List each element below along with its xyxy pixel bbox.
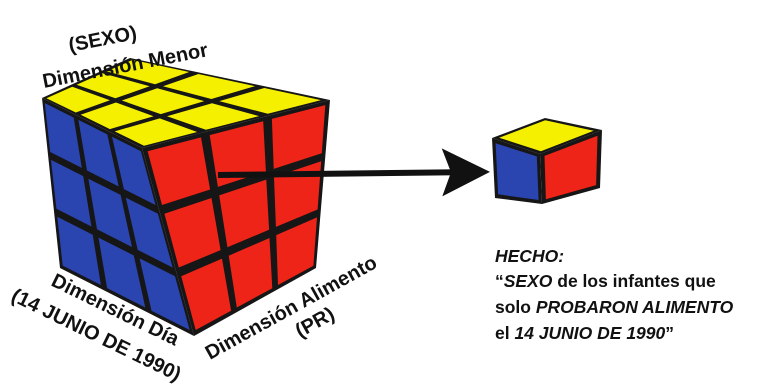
right-face-sticker bbox=[181, 258, 232, 330]
top-dimension-label-line1: (SEXO) bbox=[67, 22, 139, 57]
left-face-sticker bbox=[125, 197, 173, 268]
small-left-face-sticker bbox=[495, 143, 539, 200]
left-face-sticker bbox=[98, 237, 146, 308]
right-face-sticker bbox=[271, 105, 326, 169]
right-face-sticker bbox=[276, 217, 317, 285]
top-face-sticker bbox=[114, 118, 198, 146]
left-face-sticker bbox=[51, 159, 92, 227]
top-face-sticker bbox=[219, 88, 321, 114]
right-face-sticker bbox=[209, 121, 266, 187]
right-face-sticker bbox=[219, 179, 270, 248]
right-face-sticker bbox=[228, 238, 273, 308]
left-face-sticker bbox=[112, 136, 156, 205]
top-face-sticker bbox=[106, 59, 190, 85]
top-face-sticker bbox=[167, 103, 260, 130]
single-cell-cube bbox=[492, 118, 602, 204]
top-face-sticker bbox=[121, 88, 205, 115]
left-face-sticker bbox=[78, 119, 119, 187]
top-face-sticker bbox=[76, 73, 150, 99]
right-face-sticker bbox=[164, 198, 221, 268]
top-face-sticker bbox=[80, 102, 154, 130]
left-face-sticker bbox=[57, 216, 101, 285]
right-face-sticker bbox=[274, 161, 322, 227]
fact-line-1: “SEXO de los infantes que bbox=[495, 271, 716, 291]
small-top-face-sticker bbox=[499, 120, 594, 152]
left-face-sticker bbox=[44, 103, 82, 168]
small-right-face-sticker bbox=[544, 135, 598, 200]
rubiks-cube-3x3 bbox=[42, 58, 330, 336]
top-face-sticker bbox=[46, 86, 110, 113]
fact-line-2: solo PROBARON ALIMENTO bbox=[495, 297, 734, 317]
fact-line-3: el 14 JUNIO DE 1990” bbox=[495, 323, 674, 343]
left-face-sticker bbox=[88, 178, 132, 247]
arrow-to-fact bbox=[217, 148, 490, 197]
fact-title: HECHO: bbox=[495, 246, 564, 266]
left-face-sticker bbox=[139, 258, 190, 330]
right-face-sticker bbox=[147, 137, 211, 205]
top-face-sticker bbox=[163, 74, 256, 99]
